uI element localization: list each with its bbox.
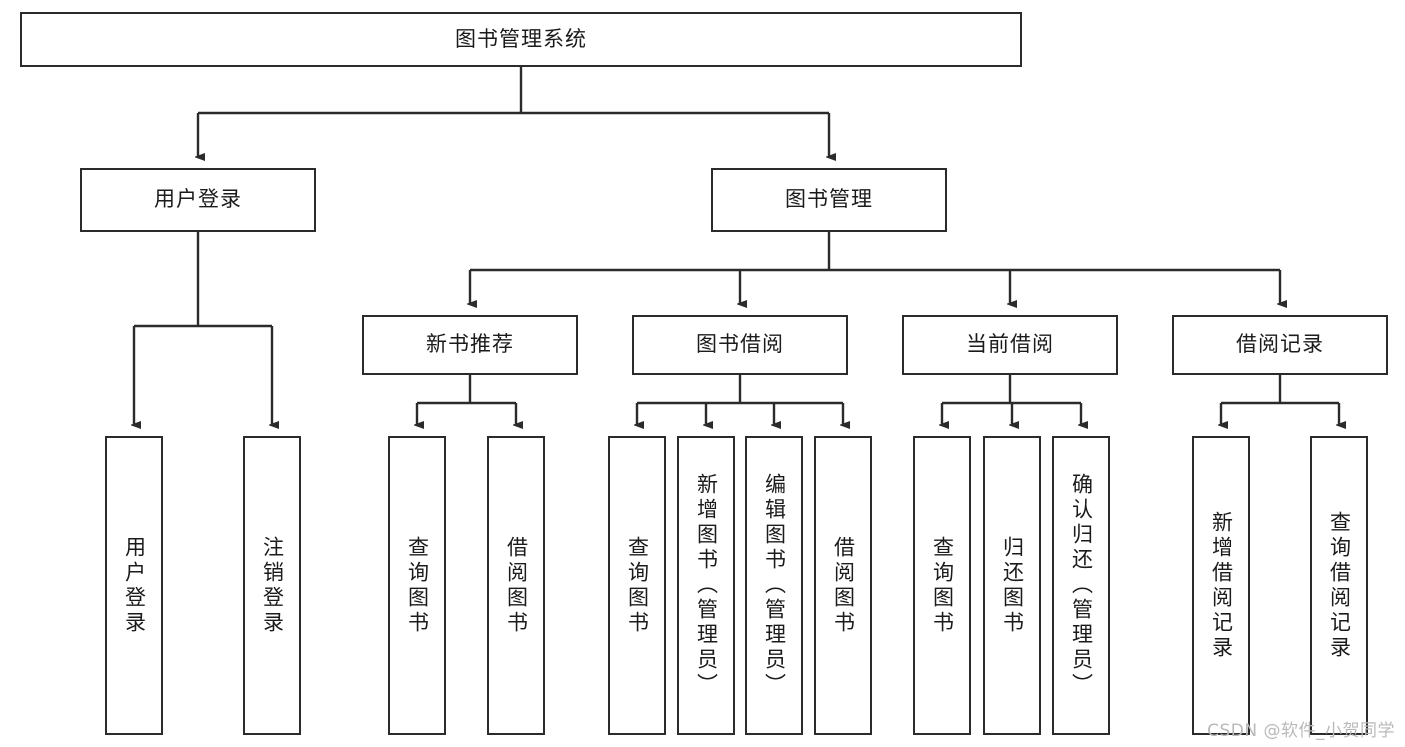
node-label: 图书管理系统 (455, 26, 587, 51)
node-leaf-bb-query[interactable]: 查询图书 (608, 436, 666, 735)
node-leaf-rec-query[interactable]: 查询图书 (388, 436, 446, 735)
node-book-manage[interactable]: 图书管理 (711, 168, 947, 232)
node-label: 新增借阅记录 (1209, 510, 1234, 661)
node-label: 查询借阅记录 (1327, 510, 1352, 661)
watermark-label: CSDN @软件_小贺同学 (1207, 721, 1395, 741)
node-label: 注销登录 (260, 535, 285, 636)
node-label: 用户登录 (122, 535, 147, 636)
node-label: 查询图书 (625, 535, 650, 636)
node-label: 查询图书 (405, 535, 430, 636)
node-leaf-cb-query[interactable]: 查询图书 (913, 436, 971, 735)
node-label: 编辑图书（管理员） (762, 473, 787, 698)
node-leaf-bb-edit[interactable]: 编辑图书（管理员） (745, 436, 803, 735)
node-book-borrow[interactable]: 图书借阅 (632, 315, 848, 375)
node-current-borrow[interactable]: 当前借阅 (902, 315, 1118, 375)
node-label: 图书管理 (785, 187, 873, 212)
node-user-login[interactable]: 用户登录 (80, 168, 316, 232)
node-leaf-user-logout[interactable]: 注销登录 (243, 436, 301, 735)
node-leaf-rec-borrow[interactable]: 借阅图书 (487, 436, 545, 735)
node-root[interactable]: 图书管理系统 (20, 12, 1022, 67)
node-leaf-br-query[interactable]: 查询借阅记录 (1310, 436, 1368, 735)
node-label: 图书借阅 (696, 332, 784, 357)
node-label: 确认归还（管理员） (1069, 473, 1094, 698)
node-leaf-cb-confirm[interactable]: 确认归还（管理员） (1052, 436, 1110, 735)
node-label: 借阅图书 (831, 535, 856, 636)
node-label: 新增图书（管理员） (694, 473, 719, 698)
node-label: 归还图书 (1000, 535, 1025, 636)
node-label: 借阅图书 (504, 535, 529, 636)
node-leaf-bb-add[interactable]: 新增图书（管理员） (677, 436, 735, 735)
node-leaf-br-add[interactable]: 新增借阅记录 (1192, 436, 1250, 735)
node-leaf-cb-return[interactable]: 归还图书 (983, 436, 1041, 735)
node-new-book-rec[interactable]: 新书推荐 (362, 315, 578, 375)
node-label: 借阅记录 (1236, 332, 1324, 357)
node-label: 用户登录 (154, 187, 242, 212)
node-leaf-bb-borrow[interactable]: 借阅图书 (814, 436, 872, 735)
node-label: 新书推荐 (426, 332, 514, 357)
node-label: 查询图书 (930, 535, 955, 636)
node-label: 当前借阅 (966, 332, 1054, 357)
node-leaf-user-login[interactable]: 用户登录 (105, 436, 163, 735)
node-borrow-record[interactable]: 借阅记录 (1172, 315, 1388, 375)
